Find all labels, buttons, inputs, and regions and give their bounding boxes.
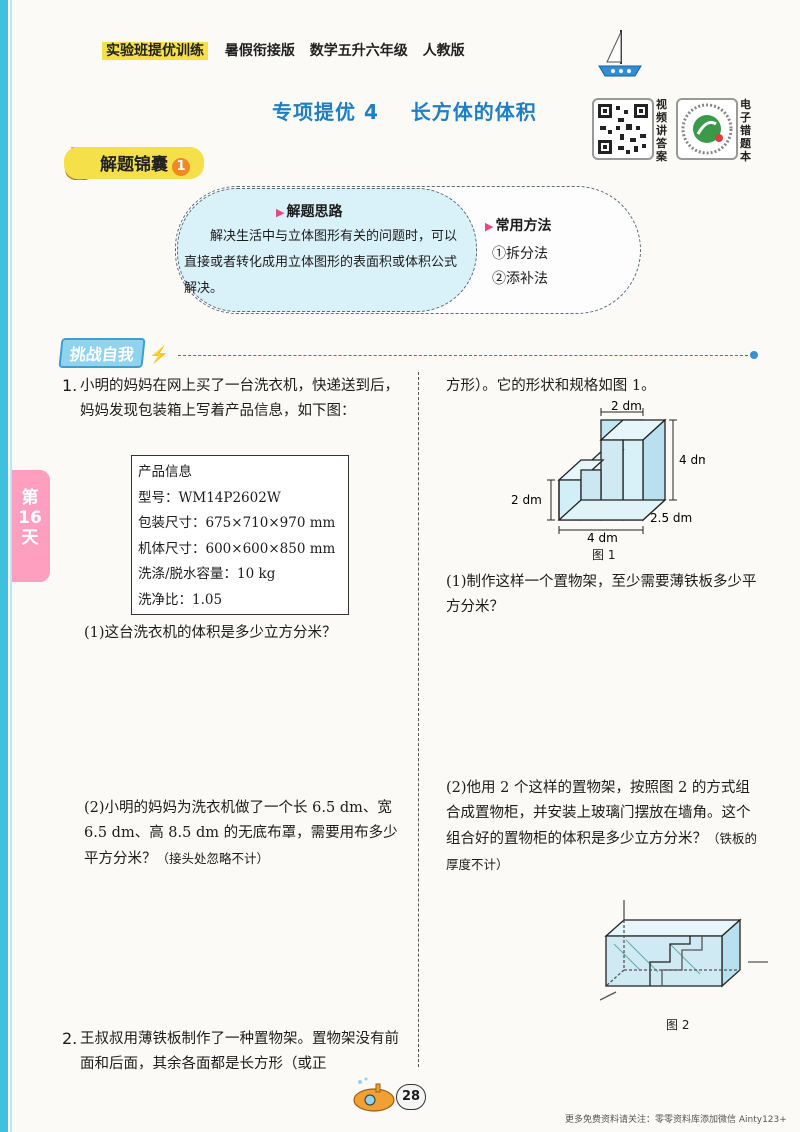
q2-sub2-note: （铁板的厚度不计）	[446, 831, 758, 872]
q1-text: 小明的妈妈在网上买了一台洗衣机，快递送到后，妈妈发现包装箱上写着产品信息，如下图…	[80, 378, 399, 419]
info-row: 洗涤/脱水容量：10 kg	[138, 566, 276, 582]
figure-2-cabinet	[600, 900, 768, 1001]
triangle-marker-icon: ▶	[485, 220, 494, 233]
method-item: ②添补法	[492, 271, 548, 287]
fig1-depth-label: 2.5 dm	[650, 511, 692, 525]
qr-label-error-book: 电子错题本	[740, 98, 751, 163]
fig1-right-label: 4 dm	[679, 453, 705, 467]
wrong-question-book-icon	[681, 103, 733, 155]
book-publisher: 人教版	[422, 43, 465, 59]
topic-number: 专项提优 4	[272, 100, 379, 124]
method-item: ①拆分法	[492, 246, 548, 262]
fig2-caption: 图 2	[666, 1018, 690, 1032]
challenge-header: 挑战自我 ⚡	[58, 338, 170, 368]
left-color-strip-thin	[10, 0, 12, 1132]
qr-code-video[interactable]	[592, 98, 654, 160]
column-divider	[418, 372, 419, 1067]
idea-title: ▶解题思路	[276, 204, 343, 220]
submarine-icon	[353, 1077, 395, 1112]
topic-name: 长方体的体积	[410, 100, 537, 124]
left-color-strip	[0, 0, 8, 1132]
book-brand: 实验班提优训练	[102, 42, 208, 60]
page-title: 专项提优 4 长方体的体积	[272, 96, 537, 125]
q2-text-part2: 方形）。它的形状和规格如图 1。	[446, 378, 656, 394]
qr-code-error-book[interactable]	[676, 98, 738, 160]
q2-sub1: (1)制作这样一个置物架，至少需要薄铁板多少平方分米？	[446, 574, 757, 615]
q2-text-part1: 王叔叔用薄铁板制作了一种置物架。置物架没有前面和后面，其余各面都是长方形（或正	[80, 1031, 399, 1072]
q2-sub2: (2)他用 2 个这样的置物架，按照图 2 的方式组合成置物柜，并安装上玻璃门摆…	[446, 780, 758, 872]
fig1-bottom-label: 4 dm	[587, 531, 618, 545]
methods-title: ▶常用方法	[485, 218, 552, 234]
info-row: 包装尺寸：675×710×970 mm	[138, 515, 336, 531]
q1-sub1: (1)这台洗衣机的体积是多少立方分米？	[84, 625, 337, 641]
product-info-card: 产品信息 型号：WM14P2602W 包装尺寸：675×710×970 mm 机…	[131, 455, 349, 615]
q1-sub2: (2)小明的妈妈为洗衣机做了一个长 6.5 dm、宽 6.5 dm、高 8.5 …	[84, 800, 398, 867]
q2-number: 2.	[62, 1029, 78, 1048]
q1-number: 1.	[62, 376, 78, 395]
book-edition: 暑假衔接版	[224, 43, 295, 59]
figure-1-shelf: 2 dm 4 dm 2 dm 4 dm 2.5 dm	[511, 400, 705, 545]
day-side-tab-label: 第16天	[18, 488, 42, 548]
lightning-icon: ⚡	[149, 345, 170, 364]
fig1-caption: 图 1	[592, 548, 616, 562]
tips-badge-number: 1	[172, 158, 190, 176]
divider-dot	[750, 351, 758, 359]
triangle-marker-icon: ▶	[276, 206, 285, 219]
footer-note: 更多免费资料请关注：零零资料库添加微信 Ainty123+	[565, 1115, 787, 1125]
info-row: 型号：WM14P2602W	[138, 489, 281, 506]
qr-label-video: 视频讲答案	[656, 98, 667, 163]
fig1-top-label: 2 dm	[611, 400, 642, 413]
idea-text: 解决生活中与立体图形有关的问题时，可以直接或者转化成用立体图形的表面积或体积公式…	[184, 229, 458, 296]
info-row: 洗净比：1.05	[138, 591, 223, 608]
day-side-tab	[12, 470, 50, 582]
challenge-divider	[178, 355, 753, 356]
info-row: 机体尺寸：600×600×850 mm	[138, 540, 336, 557]
sailboat-icon	[598, 30, 642, 77]
q1-sub2-note: （接头处忽略不计）	[156, 851, 270, 866]
info-row: 产品信息	[138, 464, 192, 480]
idea-box	[177, 188, 477, 312]
page-number: 28	[396, 1084, 426, 1110]
qr-code-icon	[598, 104, 648, 154]
fig1-left-label: 2 dm	[511, 493, 542, 507]
challenge-tag: 挑战自我	[58, 338, 146, 368]
book-subject-grade: 数学五升六年级	[309, 43, 408, 59]
book-header: 实验班提优训练 暑假衔接版 数学五升六年级 人教版	[102, 40, 475, 60]
